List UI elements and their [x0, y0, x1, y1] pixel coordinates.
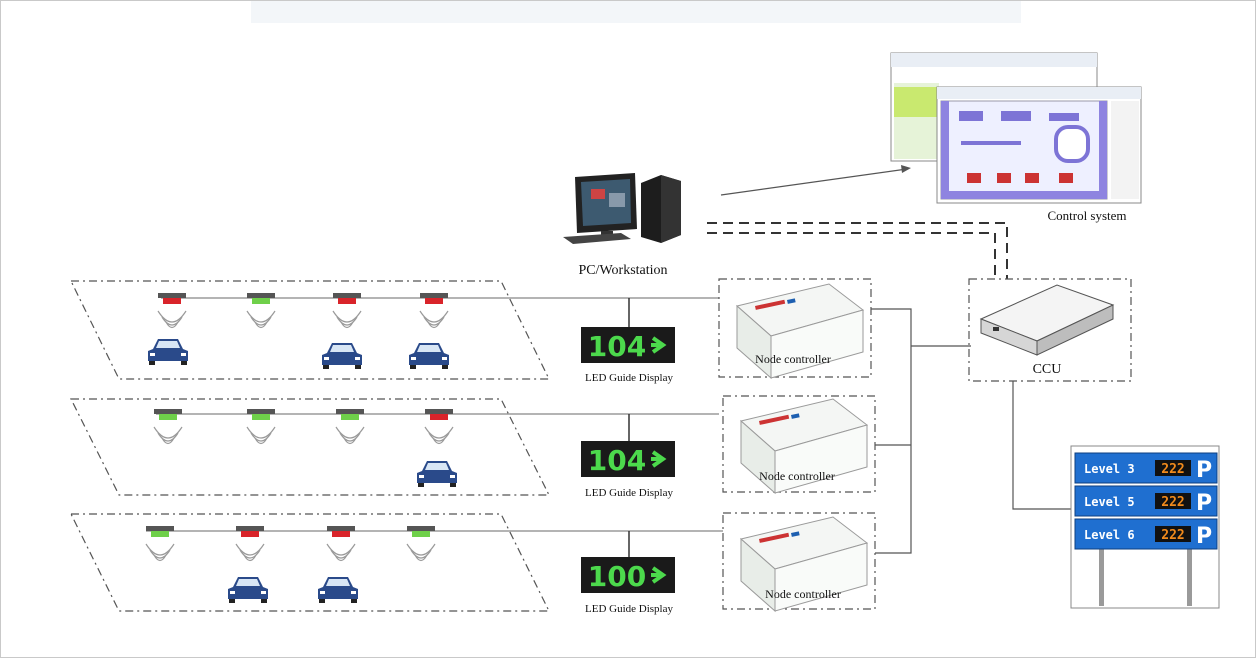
- ccu-icon: [979, 284, 1115, 356]
- led-guide-display: 100: [581, 557, 675, 593]
- parking-level-1: [70, 280, 719, 380]
- led-count: 100: [588, 560, 646, 593]
- sensor-indicator-red: [338, 298, 356, 304]
- parking-p-icon: P: [1196, 458, 1212, 483]
- sensor-indicator-red: [425, 298, 443, 304]
- ccu-label: CCU: [1033, 362, 1062, 377]
- parking-p-icon: P: [1196, 491, 1212, 516]
- parking-p-icon: P: [1196, 524, 1212, 549]
- led-label: LED Guide Display: [585, 372, 673, 384]
- led-label: LED Guide Display: [585, 603, 673, 615]
- sensor-indicator-red: [430, 414, 448, 420]
- node-bus: [871, 308, 971, 554]
- sign-level-label: Level 6: [1084, 528, 1135, 542]
- sensor-indicator-green: [252, 414, 270, 420]
- parking-level-3: [70, 513, 723, 612]
- sensor-indicator-green: [341, 414, 359, 420]
- sensor: [246, 409, 276, 445]
- car-icon: [318, 577, 358, 603]
- sensor-indicator-green: [412, 531, 430, 537]
- sensor: [406, 526, 436, 562]
- node-controller: Node controller: [718, 278, 872, 379]
- sensor-indicator-green: [151, 531, 169, 537]
- node-controller-label: Node controller: [759, 469, 835, 483]
- arrow-right-icon: [651, 566, 667, 584]
- arrow-right-icon: [651, 450, 667, 468]
- parking-level-2: [70, 398, 719, 496]
- sensor: [157, 293, 187, 329]
- node-controller: Node controller: [722, 512, 876, 612]
- sign-row-level-3: Level 3 222 P: [1074, 452, 1218, 484]
- sensor-indicator-red: [332, 531, 350, 537]
- ccu: CCU: [968, 278, 1132, 382]
- pc-label: PC/Workstation: [578, 263, 667, 278]
- car-icon: [417, 461, 457, 487]
- control-system-label: Control system: [1047, 208, 1126, 223]
- sensor: [246, 293, 276, 329]
- car-icon: [228, 577, 268, 603]
- led-label: LED Guide Display: [585, 487, 673, 499]
- sign-level-count: 222: [1161, 462, 1184, 477]
- car-icon: [148, 339, 188, 365]
- node-controller-label: Node controller: [765, 587, 841, 601]
- sensor: [145, 526, 175, 562]
- sign-row-level-6: Level 6 222 P: [1074, 518, 1218, 550]
- control-system-screens: [890, 52, 1142, 204]
- led-count: 104: [588, 330, 646, 363]
- sensor: [153, 409, 183, 445]
- sign-level-label: Level 5: [1084, 495, 1135, 509]
- led-guide-display: 104: [581, 327, 675, 363]
- pc-workstation-icon: [563, 173, 681, 244]
- sensor: [235, 526, 265, 562]
- node-controller: Node controller: [722, 395, 876, 494]
- level-availability-sign: Level 3 222 P Level 5 222 P Level 6 222 …: [1070, 445, 1220, 609]
- sign-level-count: 222: [1161, 495, 1184, 510]
- node-controller-label: Node controller: [755, 352, 831, 366]
- sign-level-count: 222: [1161, 528, 1184, 543]
- sensor: [335, 409, 365, 445]
- sensor-indicator-green: [159, 414, 177, 420]
- arrow-right-icon: [651, 336, 667, 354]
- sensor: [332, 293, 362, 329]
- sensor-indicator-green: [252, 298, 270, 304]
- sensor: [419, 293, 449, 329]
- sensor-indicator-red: [241, 531, 259, 537]
- led-count: 104: [588, 444, 646, 477]
- sensor: [326, 526, 356, 562]
- sign-level-label: Level 3: [1084, 462, 1135, 476]
- sensor: [424, 409, 454, 445]
- led-guide-display: 104: [581, 441, 675, 477]
- sign-row-level-5: Level 5 222 P: [1074, 485, 1218, 517]
- car-icon: [409, 343, 449, 369]
- car-icon: [322, 343, 362, 369]
- sensor-indicator-red: [163, 298, 181, 304]
